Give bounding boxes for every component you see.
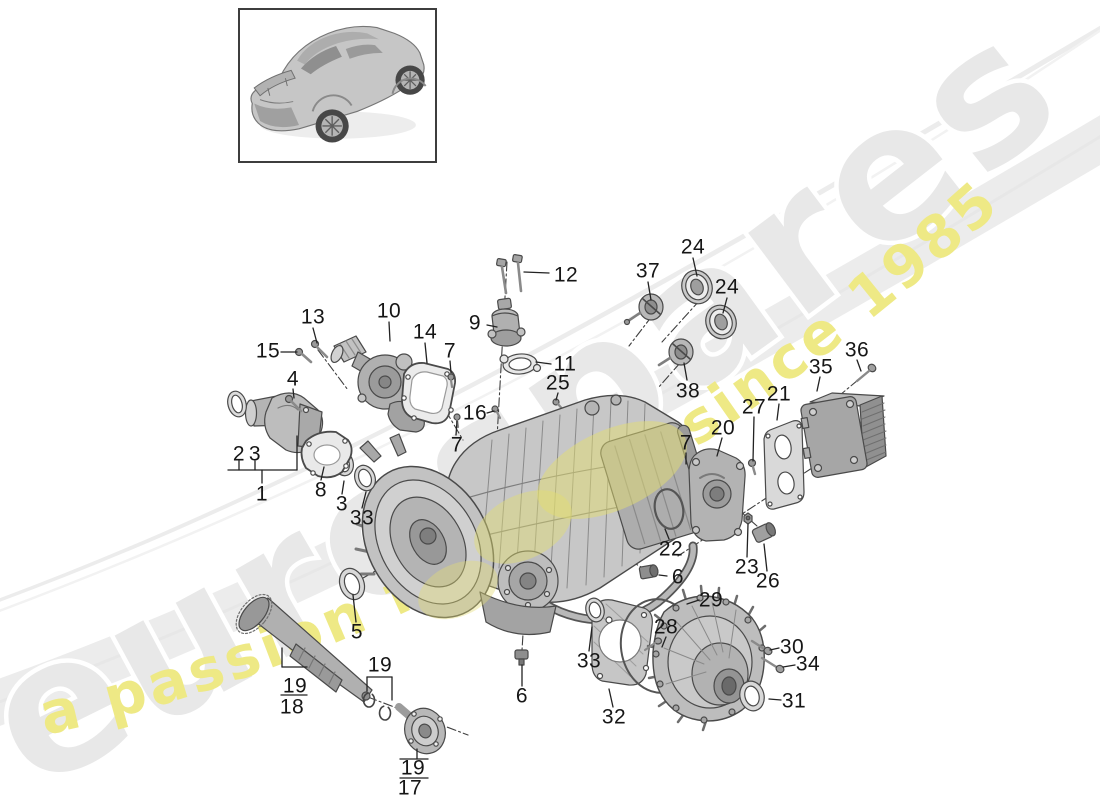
part-label-16: 16: [462, 401, 488, 425]
part-22-o-ring: [653, 488, 685, 530]
part-label-15: 15: [255, 339, 281, 363]
part-label-33: 33: [349, 506, 375, 530]
part-24-seal: [681, 269, 713, 305]
part-label-26: 26: [755, 569, 781, 593]
parts: [227, 253, 887, 755]
part-label-23: 23: [734, 555, 760, 579]
part-label-9: 9: [468, 311, 482, 335]
part-label-22: 22: [658, 537, 684, 561]
part-label-7: 7: [450, 433, 464, 457]
part-21-gasket: [763, 420, 805, 510]
part-label-2: 2: [232, 442, 246, 466]
part-33-seal: [585, 597, 605, 623]
part-label-30: 30: [779, 635, 805, 659]
part-10-oil-pump: [330, 335, 425, 433]
part-label-8: 8: [314, 478, 328, 502]
part-13-bolt: [310, 339, 329, 359]
part-label-11: 11: [553, 352, 577, 376]
part-4-bolt: [284, 394, 303, 413]
part-label-3: 3: [248, 442, 262, 466]
part-label-24: 24: [714, 275, 740, 299]
part-label-28: 28: [653, 615, 679, 639]
part-35-oil-cooler: [800, 392, 887, 478]
part-20-side-cover: [688, 448, 746, 542]
part-label-6: 6: [515, 684, 529, 708]
swoosh-edge-upper: [0, 29, 1100, 613]
part-11-gasket: [499, 353, 542, 375]
part-19-circlip: [362, 692, 392, 721]
part-label-19: 19: [400, 756, 426, 780]
part-17-flange: [395, 703, 446, 755]
part-label-29: 29: [698, 588, 724, 612]
part-label-17: 17: [397, 776, 423, 800]
part-38-breather-cap: [657, 338, 694, 367]
part-6-plug: [514, 564, 659, 666]
part-2-seal-ring: [227, 390, 247, 418]
part-18-drive-shaft: [235, 593, 373, 703]
part-37-breather-cap: [623, 293, 664, 326]
part-label-4: 4: [286, 367, 300, 391]
swoosh-band-inner: [0, 31, 1100, 679]
part-label-19: 19: [367, 653, 393, 677]
car-side-window: [345, 44, 383, 59]
part-9-cover-unit: [487, 297, 526, 347]
part-label-37: 37: [635, 259, 661, 283]
part-34-bolt: [760, 656, 785, 674]
part-label-14: 14: [412, 320, 438, 344]
part-bell-housing: [354, 433, 557, 636]
part-16-bolt: [491, 405, 502, 420]
part-33-seal: [354, 464, 376, 492]
part-label-35: 35: [808, 355, 834, 379]
part-5-seal: [338, 567, 366, 601]
part-label-24: 24: [680, 235, 706, 259]
part-label-3: 3: [335, 492, 349, 516]
part-8-gasket: [300, 430, 353, 479]
part-label-10: 10: [376, 299, 402, 323]
part-label-18: 18: [279, 695, 305, 719]
part-label-25: 25: [545, 371, 571, 395]
part-31-seal: [739, 680, 765, 712]
part-label-21: 21: [766, 382, 792, 406]
part-24-seal: [705, 304, 737, 340]
part-label-31: 31: [781, 689, 807, 713]
watermark-tint: [418, 421, 687, 620]
porsche-911-illustration: [250, 25, 427, 143]
part-15-bolt: [294, 347, 313, 364]
part-label-13: 13: [300, 305, 326, 329]
part-label-7: 7: [679, 431, 693, 455]
part-label-19: 19: [282, 674, 308, 698]
part-36-bolt: [855, 363, 877, 383]
car-rear-bumper: [254, 103, 300, 128]
car-rear-window: [300, 46, 342, 75]
part-label-36: 36: [844, 338, 870, 362]
part-14-gasket: [401, 362, 457, 425]
part-label-38: 38: [675, 379, 701, 403]
part-differential-cover: [646, 584, 767, 732]
leader-lines: [227, 257, 862, 779]
part-12-bolts: [496, 253, 523, 295]
part-label-12: 12: [553, 263, 579, 287]
car-rear-wing: [253, 69, 296, 97]
part-27-bolt: [747, 458, 757, 476]
part-label-32: 32: [601, 705, 627, 729]
part-label-20: 20: [710, 416, 736, 440]
part-28-bolt: [643, 637, 663, 652]
part-label-5: 5: [350, 620, 364, 644]
part-30-bolt: [750, 639, 773, 656]
part-1-housing: [244, 392, 324, 454]
part-label-6: 6: [671, 565, 685, 589]
part-label-7: 7: [443, 339, 457, 363]
part-26-plug: [751, 522, 777, 543]
part-label-33: 33: [576, 649, 602, 673]
part-label-27: 27: [741, 395, 767, 419]
vehicle-thumbnail-box: [238, 8, 437, 163]
part-label-34: 34: [795, 652, 821, 676]
part-label-1: 1: [255, 482, 269, 506]
